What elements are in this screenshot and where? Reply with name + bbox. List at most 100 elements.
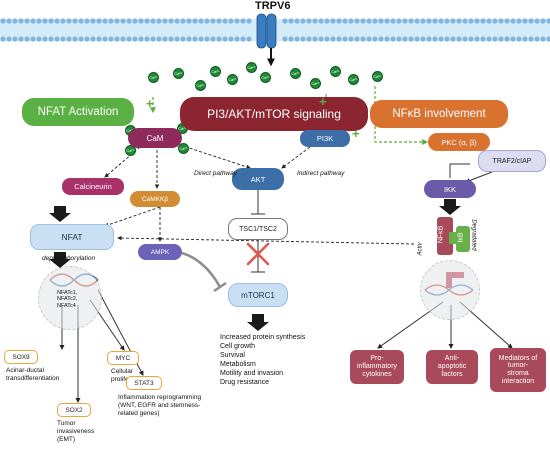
cam-node: CaM	[128, 128, 182, 148]
nfatc4-text: NFATc4	[57, 302, 76, 309]
lipid-head	[222, 18, 228, 24]
lipid-head	[180, 36, 186, 42]
lipid-head	[480, 18, 486, 24]
nfkb-label: NFκB	[437, 225, 445, 244]
sox2-box: SOX2	[57, 403, 91, 417]
ampk-label: AMPK	[150, 248, 170, 256]
lipid-head	[504, 36, 510, 42]
pro-inflammatory-box: Pro- inflammatory cytokines	[350, 350, 404, 384]
lipid-head	[102, 36, 108, 42]
lipid-head	[372, 36, 378, 42]
lipid-head	[492, 18, 498, 24]
stat3-desc-line3: related genes)	[118, 409, 160, 417]
lipid-head	[126, 36, 132, 42]
lipid-head	[90, 36, 96, 42]
calcium-ion-icon: Ca²⁺	[290, 68, 301, 79]
mtor-outcome-item: Motility and invasion	[220, 369, 284, 377]
lipid-head	[492, 36, 498, 42]
lipid-head	[162, 18, 168, 24]
nucleus-right	[420, 260, 480, 320]
lipid-head	[24, 36, 30, 42]
lipid-head	[66, 18, 72, 24]
activation-plus-icon: +	[352, 126, 360, 141]
activation-plus-icon: +	[319, 94, 327, 109]
lipid-head	[474, 36, 480, 42]
mtor-outcome-item: Metabolism	[220, 360, 256, 368]
lipid-head	[144, 18, 150, 24]
dephosphorylation-label: dephosphorylation	[42, 255, 96, 262]
traf-node: TRAF2/cIAP	[478, 150, 546, 172]
lipid-head	[78, 36, 84, 42]
sox2-desc-line1: Tumor	[57, 420, 76, 427]
lipid-head	[294, 36, 300, 42]
anti-apoptotic-line3: factors	[441, 370, 463, 378]
lipid-head	[192, 18, 198, 24]
lipid-head	[108, 18, 114, 24]
lipid-head	[96, 36, 102, 42]
lipid-head	[450, 18, 456, 24]
lipid-head	[522, 18, 528, 24]
lipid-head	[516, 36, 522, 42]
lipid-head	[216, 36, 222, 42]
stat3-description: Inflammation reprogramming (WNT, EGFR an…	[118, 394, 201, 417]
lipid-head	[300, 36, 306, 42]
akt-node: AKT	[232, 168, 284, 190]
sox9-label: SOX9	[12, 353, 30, 361]
calcium-ion-icon: Ca²⁺	[148, 72, 159, 83]
lipid-head	[156, 18, 162, 24]
akt-label: AKT	[250, 174, 266, 184]
mtor-outcome-item: Drug resistance	[220, 378, 270, 386]
nucleus-left	[38, 266, 102, 330]
lipid-head	[48, 36, 54, 42]
channel-label: TRPV6	[255, 0, 291, 12]
lipid-head	[354, 36, 360, 42]
lipid-head	[498, 18, 504, 24]
lipid-head	[360, 18, 366, 24]
lipid-head	[414, 18, 420, 24]
calcineurin-label: Calcineurin	[74, 182, 112, 191]
lipid-head	[294, 18, 300, 24]
lipid-head	[342, 36, 348, 42]
lipid-head	[138, 18, 144, 24]
lipid-head	[510, 36, 516, 42]
lipid-head	[228, 36, 234, 42]
lipid-head	[516, 18, 522, 24]
tumor-stroma-line3: stroma	[507, 370, 529, 377]
traf-label: TRAF2/cIAP	[492, 157, 532, 165]
pro-inflammatory-line1: Pro-	[370, 355, 384, 363]
lipid-head	[138, 36, 144, 42]
lipid-head	[72, 36, 78, 42]
calcium-ion-icon: Ca²⁺	[330, 66, 341, 77]
lipid-head	[318, 18, 324, 24]
pkc-node: PKC (α, β)	[428, 133, 490, 151]
lipid-head	[6, 18, 12, 24]
lipid-head	[288, 36, 294, 42]
tumor-stroma-line4: interaction	[501, 377, 535, 385]
lipid-head	[480, 36, 486, 42]
lipid-head	[42, 18, 48, 24]
tumor-stroma-line2: tumor-	[507, 362, 529, 370]
lipid-head	[6, 36, 12, 42]
lipid-head	[384, 18, 390, 24]
pi3k-akt-mtor-header: PI3/AKT/mTOR signaling	[180, 97, 368, 131]
lipid-head	[36, 36, 42, 42]
lipid-head	[282, 18, 288, 24]
pi3k-node: PI3K	[300, 130, 350, 147]
sox2-desc-line3: (EMT)	[57, 435, 76, 443]
lipid-head	[444, 36, 450, 42]
lipid-head	[426, 36, 432, 42]
lipid-head	[534, 18, 540, 24]
sox2-desc-line2: invasiveness	[57, 427, 95, 435]
lipid-head	[366, 18, 372, 24]
lipid-head	[144, 36, 150, 42]
camkkb-label: CaMKKβ	[141, 195, 169, 203]
lipid-head	[30, 36, 36, 42]
pro-inflammatory-line2: inflammatory	[356, 363, 398, 371]
lipid-head	[48, 18, 54, 24]
pkc-label: PKC (α, β)	[441, 137, 477, 147]
lipid-head	[336, 36, 342, 42]
trpv6-channel-icon	[256, 13, 277, 67]
lipid-head	[186, 18, 192, 24]
